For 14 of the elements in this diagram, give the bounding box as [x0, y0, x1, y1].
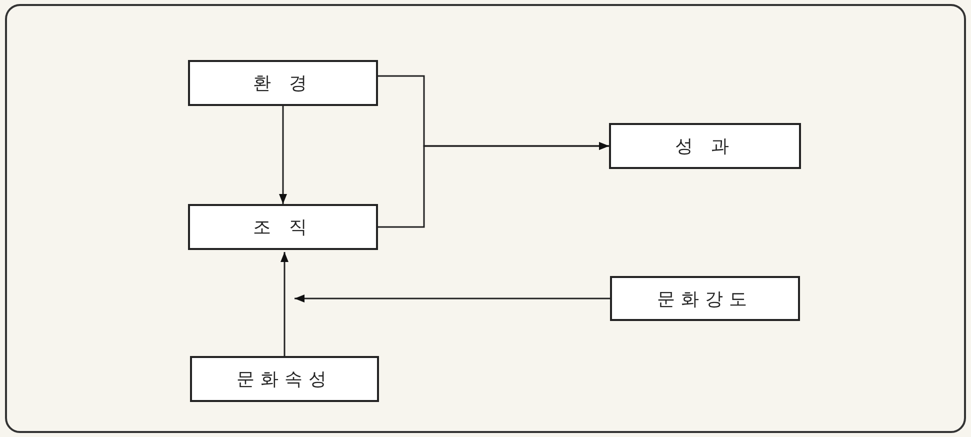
box-label: 문화속성	[236, 368, 332, 391]
box-label: 문화강도	[657, 288, 753, 310]
box-label: 조 직	[253, 216, 313, 239]
box-label: 성 과	[675, 135, 735, 158]
arrow	[378, 142, 609, 228]
concept-box	[190, 356, 379, 402]
box-label: 환 경	[253, 72, 313, 95]
arrow	[294, 294, 610, 302]
concept-box	[609, 123, 801, 169]
arrow	[279, 106, 287, 204]
arrow	[280, 252, 288, 356]
concept-box	[188, 204, 378, 250]
concept-box	[188, 60, 378, 106]
concept-box	[610, 276, 800, 321]
